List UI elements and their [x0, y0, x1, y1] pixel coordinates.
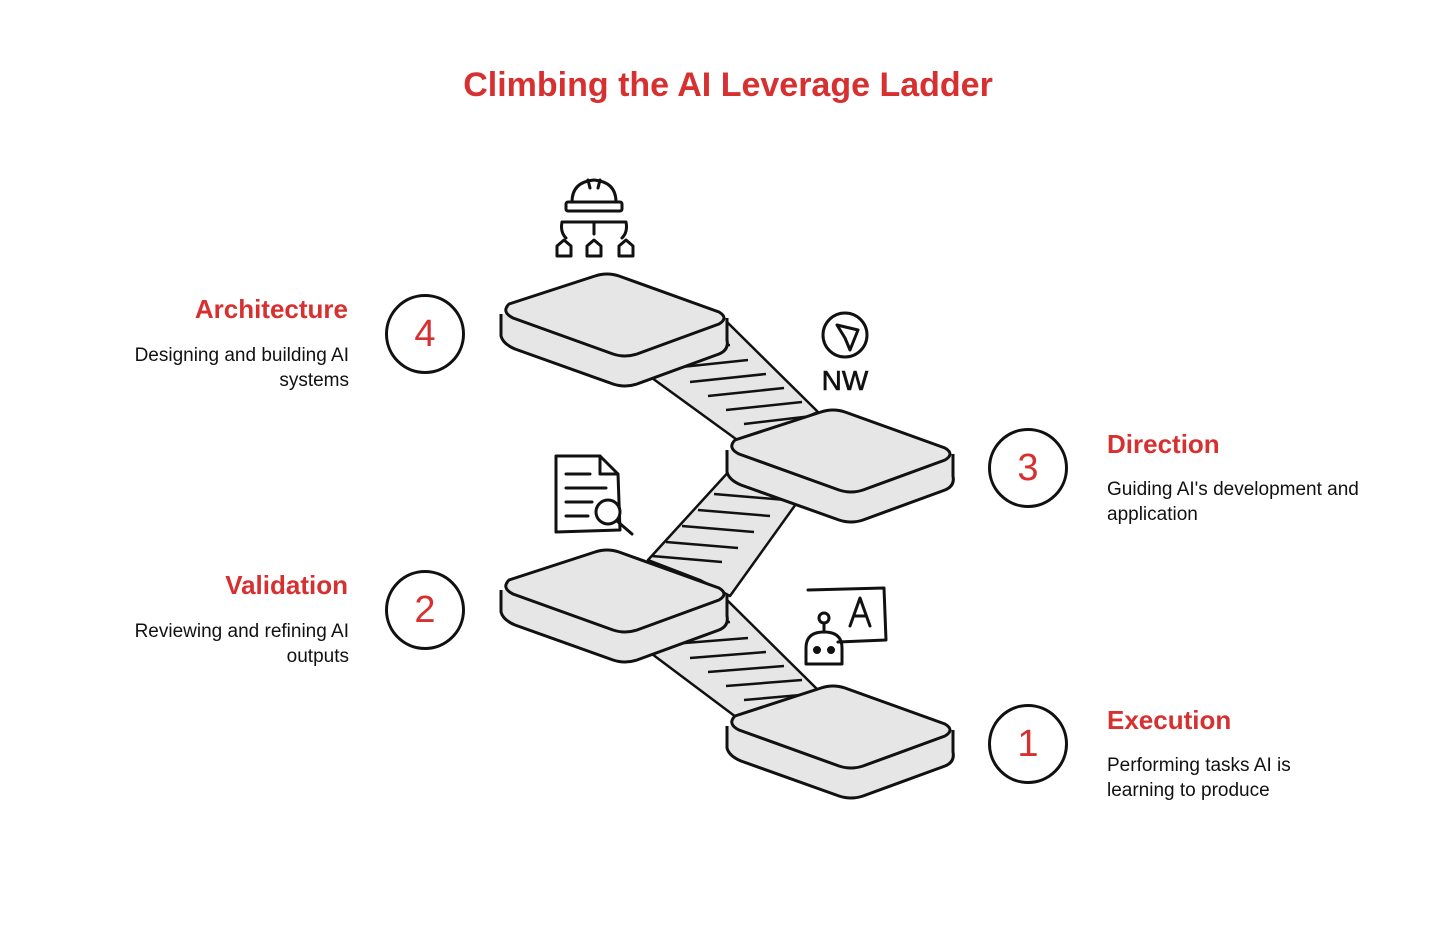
diagram-title: Climbing the AI Leverage Ladder	[463, 66, 993, 104]
step-1-label: Execution	[1107, 705, 1232, 735]
step-4-label: Architecture	[194, 294, 348, 324]
compass-icon-text: NW	[822, 365, 869, 396]
step-1-number: 1	[988, 704, 1068, 784]
compass-icon	[821, 311, 869, 359]
step-4-description: Designing and building AI systems	[134, 345, 349, 391]
step-2-number: 2	[385, 570, 465, 650]
document-search-icon	[554, 454, 634, 536]
step-3-number: 3	[988, 428, 1068, 508]
hardhat-hierarchy-icon	[555, 178, 635, 258]
step-3-description: Guiding AI's development and application	[1107, 479, 1359, 525]
step-1-description: Performing tasks AI is learning to produ…	[1107, 755, 1291, 801]
robot-presenting-icon	[804, 586, 888, 666]
step-4-number: 4	[385, 294, 465, 374]
step-3-label: Direction	[1107, 429, 1220, 459]
step-2-label: Validation	[225, 570, 348, 600]
step-2-description: Reviewing and refining AI outputs	[134, 621, 349, 667]
